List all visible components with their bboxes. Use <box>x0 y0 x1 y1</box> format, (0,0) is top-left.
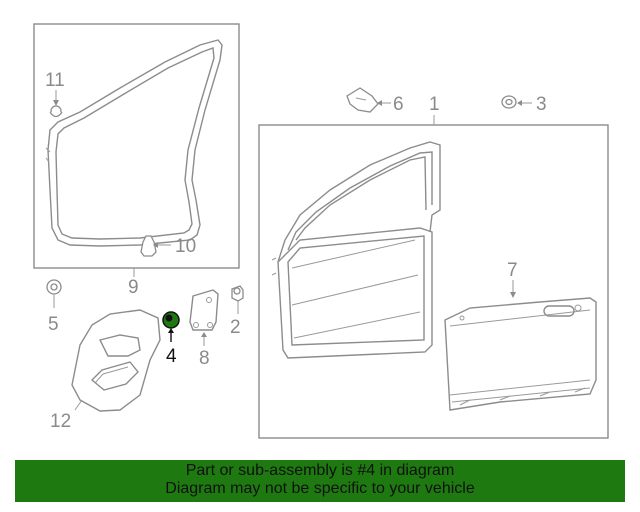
callout-8: 8 <box>199 348 210 369</box>
callout-5: 5 <box>48 314 59 335</box>
callout-9: 9 <box>128 277 139 298</box>
callout-11: 11 <box>45 70 65 91</box>
callout-6: 6 <box>393 94 404 115</box>
callout-7: 7 <box>507 260 518 281</box>
part-6-bracket[interactable] <box>346 87 379 113</box>
parts-diagram: 1 2 3 4 5 6 7 8 9 10 11 12 <box>33 23 609 439</box>
part-8-bracket[interactable] <box>189 289 219 331</box>
part-11-clip[interactable] <box>49 105 63 118</box>
arrow-3 <box>517 100 522 106</box>
part-12-hole-cover[interactable] <box>71 309 161 412</box>
callout-1: 1 <box>429 94 440 115</box>
part-7-outer-panel[interactable] <box>444 297 597 411</box>
callout-12: 12 <box>50 411 71 432</box>
callout-4: 4 <box>166 346 177 367</box>
part-9-weatherstrip[interactable] <box>45 39 223 247</box>
arrow-6 <box>377 100 382 106</box>
callout-2: 2 <box>230 317 241 338</box>
part-4-nut[interactable] <box>162 311 180 329</box>
banner-line-2: Diagram may not be specific to your vehi… <box>165 480 475 497</box>
part-10-clip[interactable] <box>140 235 157 257</box>
part-5-grommet[interactable] <box>46 279 62 295</box>
arrow-11 <box>53 100 59 106</box>
callout-3: 3 <box>536 94 547 115</box>
arrow-10 <box>153 242 158 248</box>
arrow-7 <box>510 292 516 298</box>
weatherstrip-frame <box>33 23 240 269</box>
part-3-grommet[interactable] <box>501 95 517 109</box>
banner-line-1: Part or sub-assembly is #4 in diagram <box>185 462 455 479</box>
arrow-4 <box>168 328 174 333</box>
leader-12 <box>74 399 83 411</box>
arrow-8 <box>201 332 207 337</box>
info-banner: Part or sub-assembly is #4 in diagram Di… <box>15 460 625 502</box>
part-2-bolt[interactable] <box>231 285 244 302</box>
part-1-door-shell[interactable] <box>271 141 441 359</box>
callout-10: 10 <box>175 236 196 257</box>
